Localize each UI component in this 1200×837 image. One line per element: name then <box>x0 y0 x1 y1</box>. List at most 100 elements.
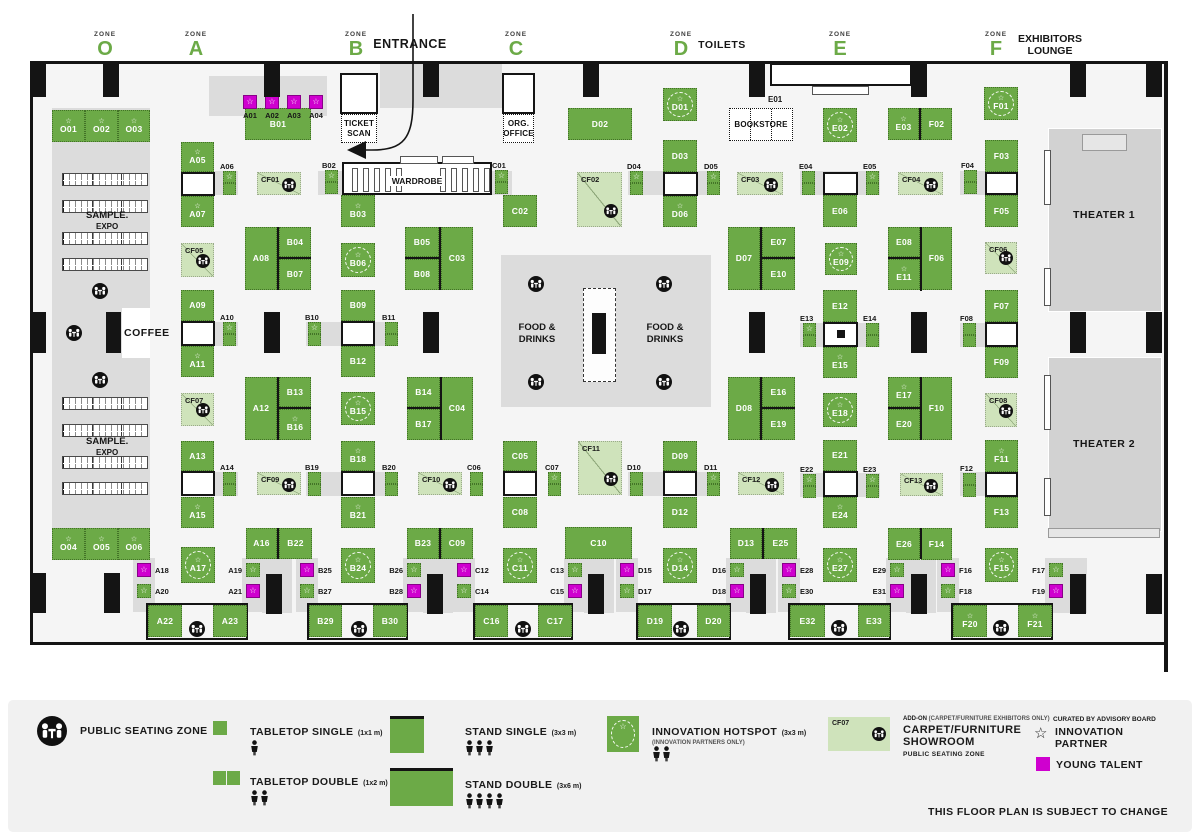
stand-D03: D03 <box>663 140 697 172</box>
pillar <box>911 574 927 614</box>
empty-stand <box>341 471 375 496</box>
zone-word-B: ZONE <box>344 31 368 38</box>
stand-F03: F03 <box>985 140 1018 172</box>
stand-C09: C09 <box>441 528 473 559</box>
cf-showroom-CF04: CF04 <box>898 172 943 195</box>
small-label-E29: E29 <box>872 566 886 575</box>
stand-B08: B08 <box>405 259 439 290</box>
pillar <box>911 312 927 353</box>
exhibitors-lounge-label: EXHIBITORS LOUNGE <box>1018 33 1082 57</box>
public-seating-icon <box>443 477 457 497</box>
stand-divider <box>920 227 922 291</box>
stand-E10: E10 <box>762 259 795 290</box>
stand-C16: C16 <box>475 605 508 637</box>
stand-double-label: STAND DOUBLE <box>465 779 553 791</box>
stand-divider <box>760 227 762 290</box>
tabletop-label-D05: D05 <box>704 162 718 171</box>
cf-showroom-CF12: CF12 <box>738 472 784 495</box>
small-label-A18: A18 <box>155 566 169 575</box>
legend-stand-double: STAND DOUBLE (3x6 m) <box>465 775 581 814</box>
public-seating-icon <box>92 283 108 299</box>
stand-B05: B05 <box>405 227 439 257</box>
theater-door <box>1044 375 1051 430</box>
sample-expo-label-1b: EXPO <box>96 222 119 231</box>
tabletop-C07: ☆ <box>548 472 561 484</box>
stand-divider <box>919 108 921 140</box>
bottom-bay-outline <box>636 603 731 640</box>
stand-D06: ☆D06 <box>663 196 697 227</box>
stand-B17: B17 <box>407 409 440 440</box>
tabletop-label-A10: A10 <box>220 313 234 322</box>
tabletop-label-C06: C06 <box>467 463 481 472</box>
stand-D08: D08 <box>728 377 760 440</box>
pillar <box>30 573 46 613</box>
sample-expo-table <box>62 232 148 245</box>
pillar <box>423 312 439 353</box>
tabletop-C01-b <box>495 182 508 194</box>
stand-E24: ☆E24 <box>823 497 857 528</box>
public-seating-icon <box>351 621 367 637</box>
tabletop-F08 <box>963 323 976 335</box>
sample-expo-label-2: SAMPLE. <box>86 436 129 447</box>
pillar <box>1070 574 1086 614</box>
legend-cf: ADD-ON (CARPET/FURNITURE EXHIBITORS ONLY… <box>903 716 1053 758</box>
pillar <box>264 62 280 97</box>
stand-F07: F07 <box>985 290 1018 322</box>
coffee-label: COFFEE <box>124 327 170 339</box>
tabletop-C06-b <box>470 484 483 496</box>
cf-addon-label: ADD-ON <box>903 716 927 722</box>
small-label-B26: B26 <box>389 566 403 575</box>
stand-divider <box>888 407 920 409</box>
hotspot-E09: ☆E09 <box>825 243 857 275</box>
public-seating-icon <box>37 716 67 751</box>
tabletop-C06 <box>470 472 483 484</box>
innovation-partner-label-1: INNOVATION <box>1055 726 1124 738</box>
tabletop-F17: ☆ <box>1049 563 1063 577</box>
stand-divider <box>277 377 279 440</box>
stand-single-label: STAND SINGLE <box>465 726 548 738</box>
public-seating-icon <box>999 251 1013 270</box>
public-seating-icon <box>196 403 210 422</box>
sample-expo-table <box>62 456 148 469</box>
hotspot-D14: ☆D14 <box>663 548 697 583</box>
yt-label-A03: A03 <box>287 111 301 120</box>
stand-divider <box>888 257 920 259</box>
young-talent-swatch <box>1036 757 1050 771</box>
stand-B12: B12 <box>341 346 375 377</box>
public-seating-icon <box>831 620 847 636</box>
stand-E11: ☆E11 <box>888 259 920 290</box>
stand-O04: ☆O04 <box>52 528 85 560</box>
stand-O05: ☆O05 <box>85 528 118 560</box>
org-office-area: ORG.OFFICE <box>503 114 534 143</box>
small-label-B28: B28 <box>389 587 403 596</box>
pillar <box>427 574 443 614</box>
cf-showroom-CF13: CF13 <box>900 473 943 496</box>
sample-expo-label-2b: EXPO <box>96 448 119 457</box>
sample-expo-table <box>62 173 148 186</box>
empty-stand <box>985 472 1018 497</box>
stand-F10: F10 <box>921 377 952 440</box>
sample-expo-table <box>62 482 148 495</box>
theater-stage <box>1082 134 1127 151</box>
tabletop-F18: ☆ <box>941 584 955 598</box>
tabletop-label-B11: B11 <box>382 313 396 322</box>
tabletop-label-E05: E05 <box>863 162 877 171</box>
tabletop-B27: ☆ <box>300 584 314 598</box>
stand-B29: B29 <box>309 605 342 637</box>
stand-E12: E12 <box>823 290 857 322</box>
zone-word-F: ZONE <box>984 31 1008 38</box>
pillar <box>104 573 120 613</box>
stand-D12: D12 <box>663 497 697 528</box>
public-seating-icon <box>66 325 82 341</box>
tabletop-F04-b <box>964 182 977 194</box>
stand-B21: ☆B21 <box>341 497 375 528</box>
tabletop-A19: ☆ <box>246 563 260 577</box>
tabletop-E04 <box>802 171 815 183</box>
empty-stand <box>503 471 537 496</box>
pillar <box>749 62 765 97</box>
toilets-tab <box>812 86 869 95</box>
pillar <box>423 62 439 97</box>
cf-showroom-CF09: CF09 <box>257 472 301 495</box>
stand-F14: F14 <box>921 528 952 560</box>
tabletop-E22: ☆ <box>803 474 816 486</box>
